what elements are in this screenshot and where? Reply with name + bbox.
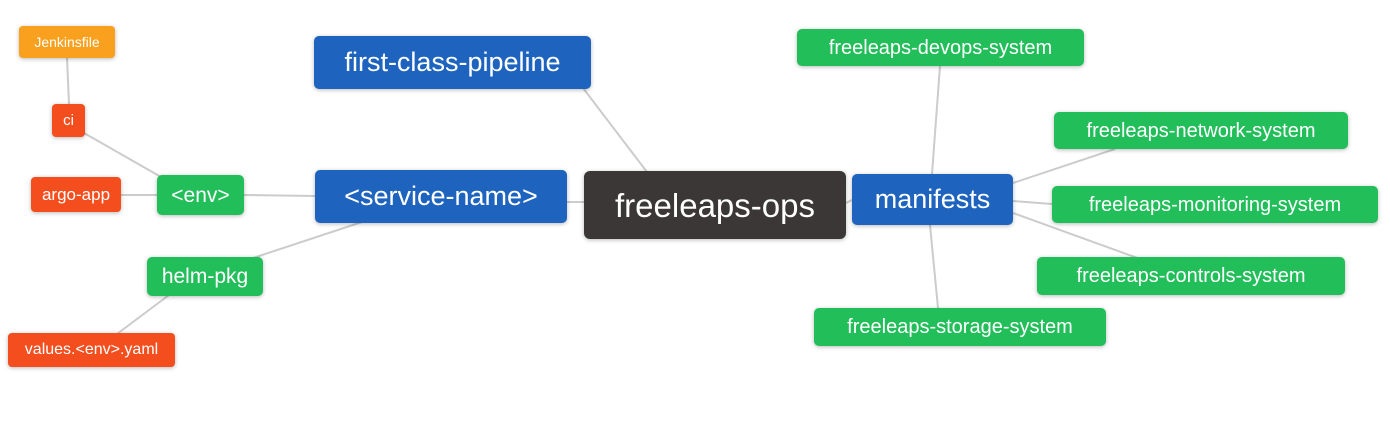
edge-values-helmpkg xyxy=(116,294,170,335)
edge-helmpkg-servicename xyxy=(252,221,363,259)
edge-ci-env xyxy=(83,132,162,178)
node-freeleaps-controls-system[interactable]: freeleaps-controls-system xyxy=(1037,257,1345,295)
edge-jenkinsfile-ci xyxy=(66,57,70,105)
node-values-env-yaml[interactable]: values.<env>.yaml xyxy=(8,333,175,367)
node-freeleaps-monitoring-system[interactable]: freeleaps-monitoring-system xyxy=(1052,186,1378,223)
edge-manifests-storage xyxy=(929,224,939,309)
node-jenkinsfile[interactable]: Jenkinsfile xyxy=(19,26,115,58)
node-freeleaps-storage-system[interactable]: freeleaps-storage-system xyxy=(814,308,1106,346)
node-service-name[interactable]: <service-name> xyxy=(315,170,567,223)
node-freeleaps-devops-system[interactable]: freeleaps-devops-system xyxy=(797,29,1084,66)
edge-manifests-monitoring xyxy=(1012,200,1053,205)
node-env[interactable]: <env> xyxy=(157,175,244,215)
node-ci[interactable]: ci xyxy=(52,104,85,137)
node-argo-app[interactable]: argo-app xyxy=(31,177,121,212)
node-first-class-pipeline[interactable]: first-class-pipeline xyxy=(314,36,591,89)
node-freeleaps-network-system[interactable]: freeleaps-network-system xyxy=(1054,112,1348,149)
edge-env-servicename xyxy=(243,194,316,197)
edge-manifests-devops xyxy=(931,65,941,175)
node-helm-pkg[interactable]: helm-pkg xyxy=(147,257,263,296)
edge-manifests-network xyxy=(1012,148,1116,184)
edge-fcp-ops xyxy=(582,87,648,173)
node-freeleaps-ops[interactable]: freeleaps-ops xyxy=(584,171,846,239)
node-manifests[interactable]: manifests xyxy=(852,174,1013,225)
